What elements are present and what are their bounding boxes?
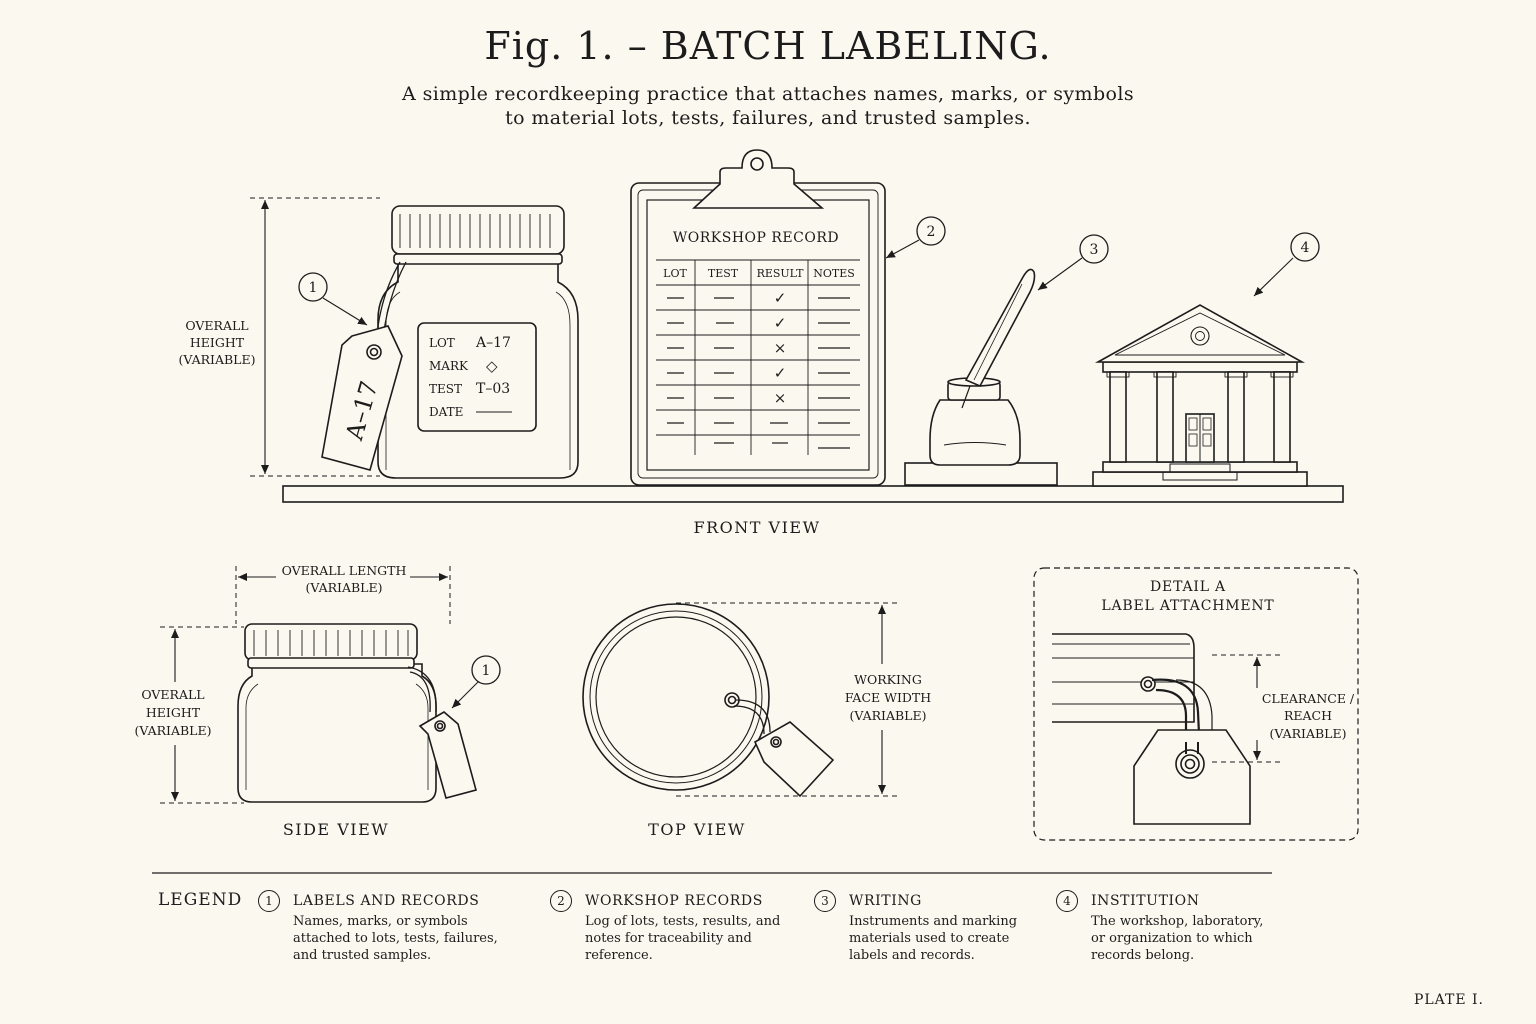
- top-view-caption: TOP VIEW: [648, 820, 746, 839]
- clipboard-result-3: ×: [774, 339, 787, 357]
- side-length-label-1: OVERALL LENGTH: [282, 563, 407, 578]
- callout-4-front: [1253, 232, 1320, 297]
- clipboard-result-5: ×: [774, 389, 787, 407]
- detail-clearance-label-3: (VARIABLE): [1270, 726, 1347, 741]
- hanging-tag-front: [321, 261, 407, 471]
- jar-label-mark-value: ◇: [486, 357, 498, 375]
- clipboard-col-lot: LOT: [663, 267, 687, 280]
- legend-heading: WRITING: [849, 893, 922, 909]
- detail-a-closeup: [1052, 633, 1251, 825]
- jar-label-test-value: T–03: [476, 381, 510, 397]
- detail-title-1: DETAIL A: [1150, 579, 1226, 595]
- legend-heading: INSTITUTION: [1091, 893, 1200, 909]
- legend-number: 4: [1056, 890, 1078, 912]
- inkwell-and-pen: [904, 268, 1058, 486]
- subtitle-line-2: to material lots, tests, failures, and t…: [505, 107, 1031, 129]
- top-width-label-1: WORKING: [854, 672, 922, 687]
- callout-1-front: [298, 272, 368, 326]
- jar-label-mark-key: MARK: [429, 359, 469, 373]
- clipboard-result-1: ✓: [774, 289, 787, 307]
- callout-2-front: [885, 216, 946, 259]
- detail-clearance-dimension: [1212, 654, 1282, 763]
- legend-description: Instruments and marking materials used t…: [849, 914, 1018, 963]
- jar-label-lot-value: A–17: [475, 335, 511, 351]
- jar-label-lot-key: LOT: [429, 336, 455, 350]
- top-width-label-3: (VARIABLE): [850, 708, 927, 723]
- jar-label-test-key: TEST: [429, 382, 462, 396]
- callout-3-number: 3: [1090, 242, 1099, 258]
- callout-4-number: 4: [1301, 240, 1310, 256]
- clipboard-result-4: ✓: [774, 364, 787, 382]
- legend-description: Names, marks, or symbols attached to lot…: [293, 914, 498, 963]
- front-height-label-1: OVERALL: [185, 318, 248, 333]
- side-length-label-2: (VARIABLE): [306, 580, 383, 595]
- callout-1-number: 1: [309, 280, 318, 296]
- figure-title: Fig. 1. – BATCH LABELING.: [484, 24, 1052, 68]
- front-view-caption: FRONT VIEW: [693, 518, 820, 537]
- callout-3-front: [1037, 234, 1109, 291]
- detail-a-frame: [1033, 567, 1359, 841]
- callout-2-number: 2: [927, 224, 936, 240]
- jar-label-date-key: DATE: [429, 405, 463, 419]
- side-view-caption: SIDE VIEW: [283, 820, 389, 839]
- clipboard-col-test: TEST: [708, 267, 739, 280]
- front-height-label-3: (VARIABLE): [179, 352, 256, 367]
- subtitle-line-1: A simple recordkeeping practice that att…: [402, 83, 1134, 105]
- side-length-dimension: [235, 566, 451, 624]
- legend-heading: WORKSHOP RECORDS: [585, 893, 763, 909]
- side-height-label-1: OVERALL: [141, 687, 204, 702]
- figure-subtitle: A simple recordkeeping practice that att…: [368, 82, 1168, 130]
- legend-number: 1: [258, 890, 280, 912]
- side-height-label-2: HEIGHT: [146, 705, 201, 720]
- side-height-dimension: [160, 626, 244, 804]
- clipboard-title: WORKSHOP RECORD: [673, 230, 839, 246]
- legend-description: The workshop, laboratory, or organizatio…: [1091, 914, 1264, 963]
- clipboard-result-2: ✓: [774, 314, 787, 332]
- side-height-label-3: (VARIABLE): [135, 723, 212, 738]
- top-width-label-2: FACE WIDTH: [845, 690, 931, 705]
- legend-number: 3: [814, 890, 836, 912]
- top-width-dimension: [676, 602, 898, 797]
- legend-number: 2: [550, 890, 572, 912]
- front-height-label-2: HEIGHT: [190, 335, 245, 350]
- detail-title-2: LABEL ATTACHMENT: [1101, 598, 1274, 614]
- institution-building: [1092, 304, 1308, 487]
- callout-1-side-number: 1: [482, 663, 491, 679]
- jar-top: [582, 603, 835, 798]
- front-height-dimension: [250, 197, 380, 477]
- plate-number: PLATE I.: [1413, 992, 1484, 1008]
- clipboard: [630, 149, 886, 486]
- clipboard-col-notes: NOTES: [813, 267, 855, 280]
- legend-heading: LABELS AND RECORDS: [293, 893, 480, 909]
- detail-clearance-label-1: CLEARANCE /: [1262, 691, 1355, 706]
- legend-title: LEGEND: [158, 890, 243, 910]
- legend-description: Log of lots, tests, results, and notes f…: [585, 914, 781, 963]
- detail-clearance-label-2: REACH: [1284, 708, 1332, 723]
- callout-1-side: [451, 655, 501, 709]
- clipboard-col-result: RESULT: [757, 267, 805, 280]
- shelf: [282, 485, 1344, 503]
- jar-side: [237, 623, 477, 803]
